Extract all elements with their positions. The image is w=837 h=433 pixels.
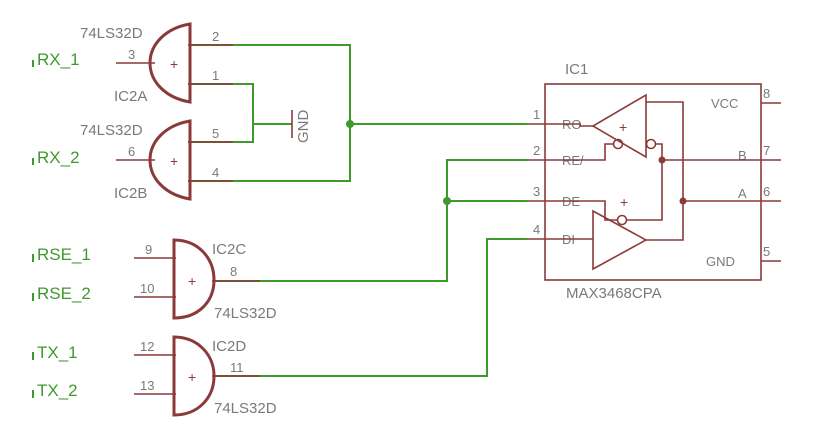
- pin-num-di: 4: [533, 222, 540, 237]
- pin-num: 8: [230, 264, 237, 279]
- part-value: 74LS32D: [214, 305, 277, 322]
- pin-label-vcc: VCC: [711, 96, 738, 111]
- pin-num: 13: [140, 378, 154, 393]
- pin-num: 12: [140, 339, 154, 354]
- pin-num: 5: [212, 126, 219, 141]
- part-value: 74LS32D: [80, 25, 143, 42]
- gate-ic2d: + 12 13 11 IC2D 74LS32D: [134, 335, 277, 417]
- svg-text:+: +: [619, 119, 627, 135]
- pin-num: 3: [128, 47, 135, 62]
- net-label-rse2: RSE_2: [37, 284, 91, 303]
- pin-num-gnd: 5: [763, 244, 770, 259]
- part-name: IC2D: [212, 338, 246, 355]
- net-label-rx2: RX_2: [37, 148, 80, 167]
- net-labels: RX_1 RX_2 RSE_1 RSE_2 TX_1 TX_2: [37, 50, 91, 400]
- wires: [32, 44, 527, 398]
- part-name: IC2C: [212, 241, 246, 258]
- gate-ic2a: + 3 2 1 74LS32D IC2A: [80, 22, 233, 105]
- wire-ic2a-out: [190, 44, 351, 124]
- driver-triangle: [592, 209, 648, 271]
- or-gate-shape: [148, 22, 192, 104]
- pin-num: 1: [212, 68, 219, 83]
- pin-num-re: 2: [533, 143, 540, 158]
- junction-a: [679, 197, 687, 205]
- net-label-tx2: TX_2: [37, 381, 78, 400]
- junction-b: [658, 156, 666, 164]
- or-gate-shape: [172, 238, 216, 320]
- pin-label-b: B: [738, 148, 747, 163]
- or-gate-shape: [148, 119, 192, 201]
- or-gate-shape: [172, 335, 216, 417]
- svg-text:+: +: [188, 273, 196, 289]
- pin-num: 10: [140, 281, 154, 296]
- pin-num: 11: [230, 360, 244, 375]
- part-value: 74LS32D: [80, 122, 143, 139]
- part-name: IC2A: [114, 88, 147, 105]
- pin-num-b: 7: [763, 143, 770, 158]
- receiver-inv-bubble: [645, 138, 657, 150]
- wire-ic2d-out: [214, 238, 527, 377]
- receiver-triangle: [591, 93, 647, 159]
- junction-ro: [346, 120, 354, 128]
- gnd-symbol: GND: [291, 110, 312, 144]
- pin-num-ro: 1: [533, 107, 540, 122]
- wire-ic2c-out: [214, 159, 527, 282]
- de-bubble: [616, 214, 628, 226]
- net-label-tx1: TX_1: [37, 343, 78, 362]
- pin-num: 4: [212, 165, 219, 180]
- svg-text:+: +: [620, 194, 628, 210]
- svg-text:+: +: [188, 369, 196, 385]
- junction-re-de: [443, 197, 451, 205]
- svg-text:+: +: [170, 56, 178, 72]
- ic1-name: IC1: [565, 61, 588, 78]
- pin-num: 2: [212, 29, 219, 44]
- wire-ic2a-in2: [188, 83, 254, 124]
- pin-label-a: A: [738, 186, 747, 201]
- ic1-part: MAX3468CPA: [566, 285, 662, 302]
- pin-num-vcc: 8: [763, 86, 770, 101]
- part-value: 74LS32D: [214, 400, 277, 417]
- ic1-transceiver: IC1 MAX3468CPA 1 2 3 4 RO RE/ DE DI 8 7 …: [527, 61, 781, 302]
- pin-num-de: 3: [533, 184, 540, 199]
- gate-ic2c: + 9 10 8 IC2C 74LS32D: [134, 238, 277, 322]
- gnd-label: GND: [295, 110, 312, 144]
- wire-ic2b-in1: [188, 124, 254, 143]
- wire-ic2b-out: [188, 124, 351, 182]
- gate-ic2b: + 6 5 4 74LS32D IC2B: [80, 119, 233, 202]
- net-label-rx1: RX_1: [37, 50, 80, 69]
- pin-num-a: 6: [763, 184, 770, 199]
- pin-num: 6: [128, 144, 135, 159]
- pin-label-gnd: GND: [706, 254, 735, 269]
- net-label-rse1: RSE_1: [37, 245, 91, 264]
- ic1-body: [544, 83, 762, 281]
- part-name: IC2B: [114, 185, 147, 202]
- svg-text:+: +: [170, 153, 178, 169]
- pin-num: 9: [145, 242, 152, 257]
